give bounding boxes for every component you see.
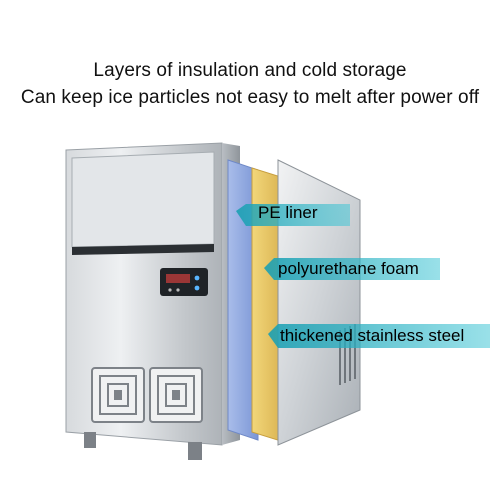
vent-right: [149, 367, 203, 423]
headline-line-1: Layers of insulation and cold storage: [93, 60, 407, 81]
pe-liner-layer: [227, 159, 259, 441]
foam-callout-arrow: [264, 258, 440, 280]
pe-liner-callout-arrow: [236, 204, 350, 226]
pe-liner-label: PE liner: [258, 203, 318, 222]
headline-line-2: Can keep ice particles not easy to melt …: [20, 87, 480, 108]
stainless-steel-label: thickened stainless steel: [280, 326, 465, 345]
vent-left: [91, 367, 145, 423]
polyurethane-foam-label: polyurethane foam: [278, 259, 419, 278]
steel-callout-arrow: [268, 324, 490, 348]
machine-body: [65, 142, 240, 460]
